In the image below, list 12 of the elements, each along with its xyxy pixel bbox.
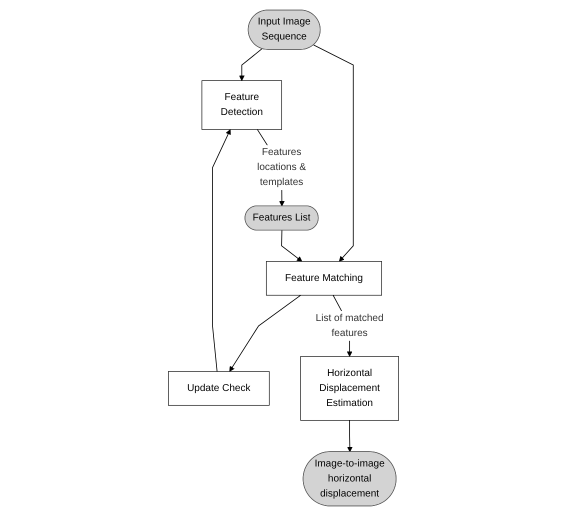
edge-label: List of matched features <box>316 312 384 338</box>
arrow <box>347 420 353 452</box>
node-box: Horizontal Displacement Estimation <box>300 356 399 421</box>
node-box: Update Check <box>168 371 270 406</box>
arrow <box>229 294 302 372</box>
arrow <box>212 129 231 372</box>
arrow <box>239 48 262 81</box>
edge-label: Features locations & templates <box>257 146 306 188</box>
node-box: Feature Detection <box>202 80 282 130</box>
arrow <box>313 44 354 262</box>
node-box: Feature Matching <box>266 261 382 296</box>
arrow <box>281 230 302 262</box>
